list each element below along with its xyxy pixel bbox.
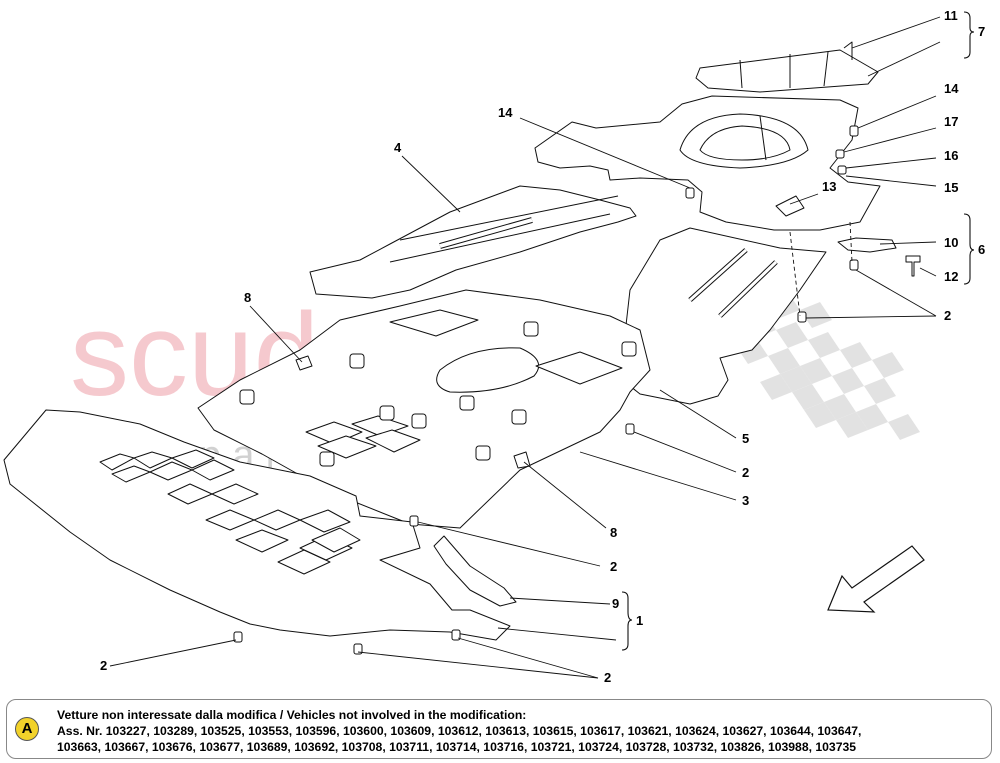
callout-12[interactable]: 12 — [944, 269, 959, 284]
callout-8[interactable]: 8 — [610, 525, 618, 540]
direction-arrow-icon — [827, 545, 925, 613]
floor-vents — [305, 415, 421, 459]
floor-mount-bosses — [239, 321, 637, 467]
callout-9[interactable]: 9 — [612, 596, 620, 611]
part-4-side-panel[interactable] — [309, 185, 637, 299]
callout-7[interactable]: 7 — [978, 24, 986, 39]
part-7-rear-undertray[interactable] — [534, 95, 881, 231]
callout-17[interactable]: 17 — [944, 114, 959, 129]
group-brackets — [621, 11, 975, 651]
note-assembly-numbers-line-1: Ass. Nr. 103227, 103289, 103525, 103553,… — [57, 724, 862, 738]
part-9-side-strip[interactable] — [433, 535, 517, 607]
callout-1[interactable]: 1 — [636, 613, 644, 628]
callout-10[interactable]: 10 — [944, 235, 959, 250]
callout-16[interactable]: 16 — [944, 148, 959, 163]
callout-4[interactable]: 4 — [394, 140, 402, 155]
fasteners-part-2[interactable] — [233, 259, 859, 655]
leader-lines — [109, 16, 941, 679]
callout-15[interactable]: 15 — [944, 180, 959, 195]
callout-13[interactable]: 13 — [822, 179, 837, 194]
callout-3[interactable]: 3 — [742, 493, 750, 508]
checkered-flag-watermark — [680, 282, 920, 440]
callout-2[interactable]: 2 — [610, 559, 618, 574]
callout-14[interactable]: 14 — [944, 81, 959, 96]
callout-5[interactable]: 5 — [742, 431, 750, 446]
fasteners-small[interactable] — [685, 125, 859, 199]
note-badge: A — [15, 717, 39, 741]
part-10-bracket[interactable] — [837, 237, 897, 253]
callout-2[interactable]: 2 — [604, 670, 612, 685]
part-1-front-undertray[interactable] — [3, 409, 511, 641]
note-assembly-numbers-line-2: 103663, 103667, 103676, 103677, 103689, … — [57, 740, 857, 754]
note-heading: Vetture non interessate dalla modifica /… — [57, 708, 527, 722]
part-5-side-panel[interactable] — [619, 227, 827, 405]
front-undertray-vent-grid — [99, 449, 361, 575]
modification-note: A Vetture non interessate dalla modifica… — [6, 699, 992, 759]
part-3-central-floor-panel[interactable] — [197, 289, 651, 529]
callout-2[interactable]: 2 — [944, 308, 952, 323]
callout-11[interactable]: 11 — [944, 8, 958, 23]
part-12-push-clip[interactable] — [905, 255, 921, 277]
part-11-top-cover[interactable] — [695, 41, 879, 93]
callout-2[interactable]: 2 — [742, 465, 750, 480]
callout-14[interactable]: 14 — [498, 105, 513, 120]
callout-8[interactable]: 8 — [244, 290, 252, 305]
callout-6[interactable]: 6 — [978, 242, 986, 257]
callout-2[interactable]: 2 — [100, 658, 108, 673]
